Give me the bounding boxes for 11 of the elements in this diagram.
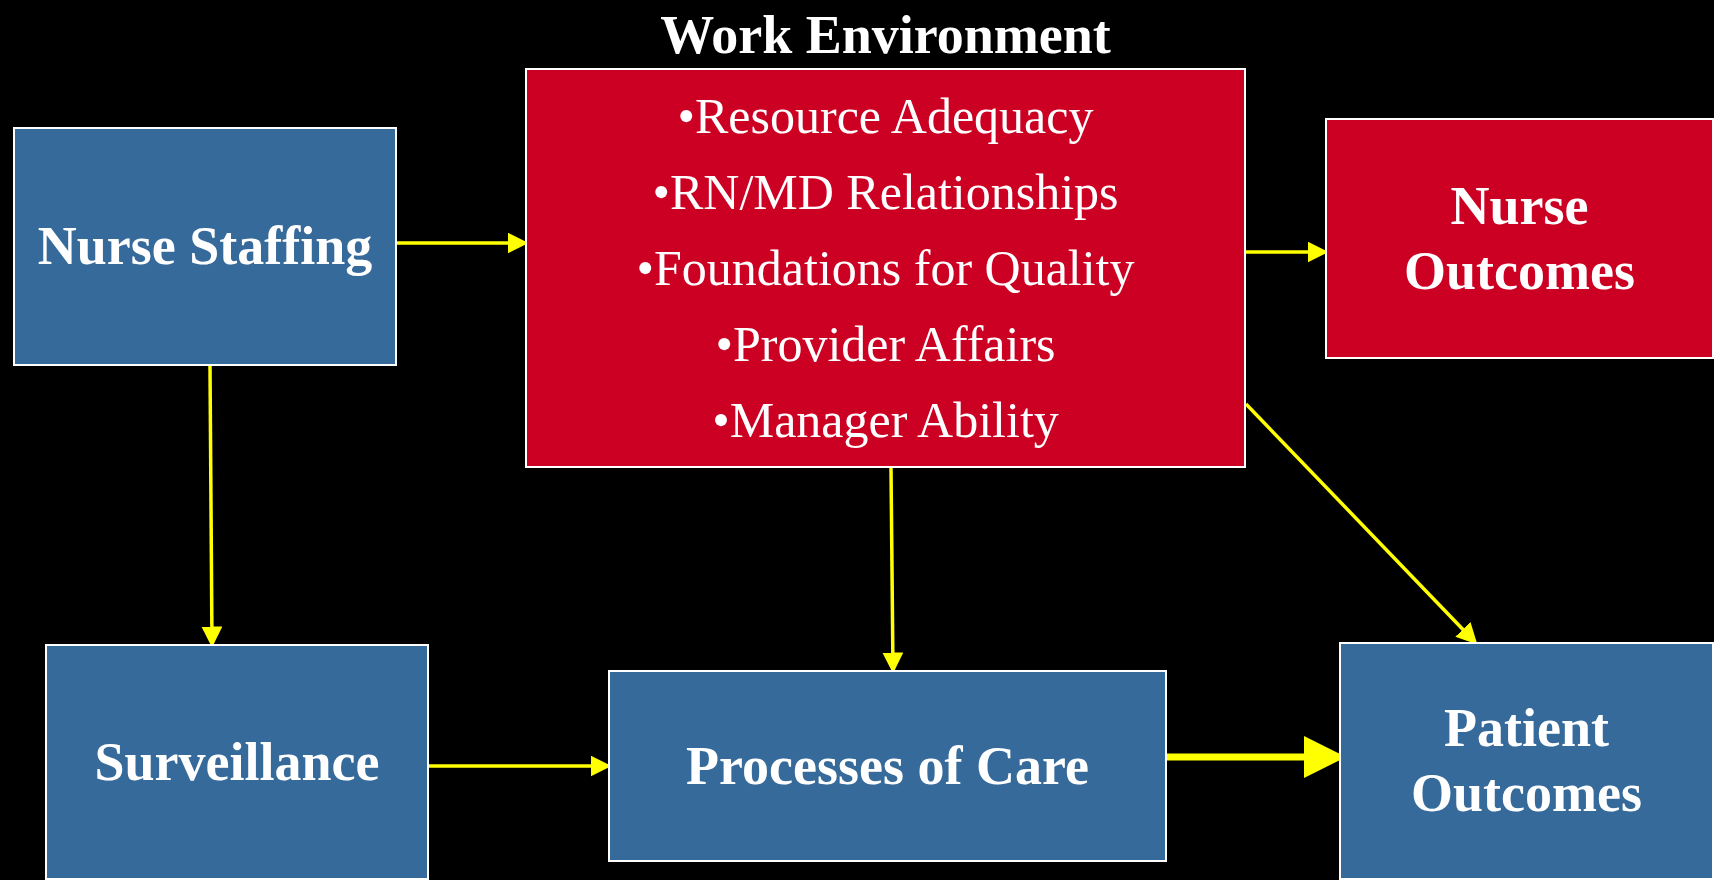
- process-box: Processes of Care: [608, 670, 1167, 862]
- bullet-item: •Resource Adequacy: [677, 87, 1094, 146]
- process-box: Nurse Staffing: [13, 127, 397, 366]
- bullet-item: •Provider Affairs: [715, 315, 1056, 374]
- outcome-box: Patient Outcomes: [1339, 642, 1714, 880]
- bullet-item: •Manager Ability: [712, 391, 1059, 450]
- bullet-item: •RN/MD Relationships: [652, 163, 1119, 222]
- process-box: Surveillance: [45, 644, 429, 880]
- heading: Work Environment: [660, 6, 1111, 64]
- bullet-item: •Foundations for Quality: [636, 239, 1135, 298]
- outcome-box: Nurse Outcomes: [1325, 118, 1714, 359]
